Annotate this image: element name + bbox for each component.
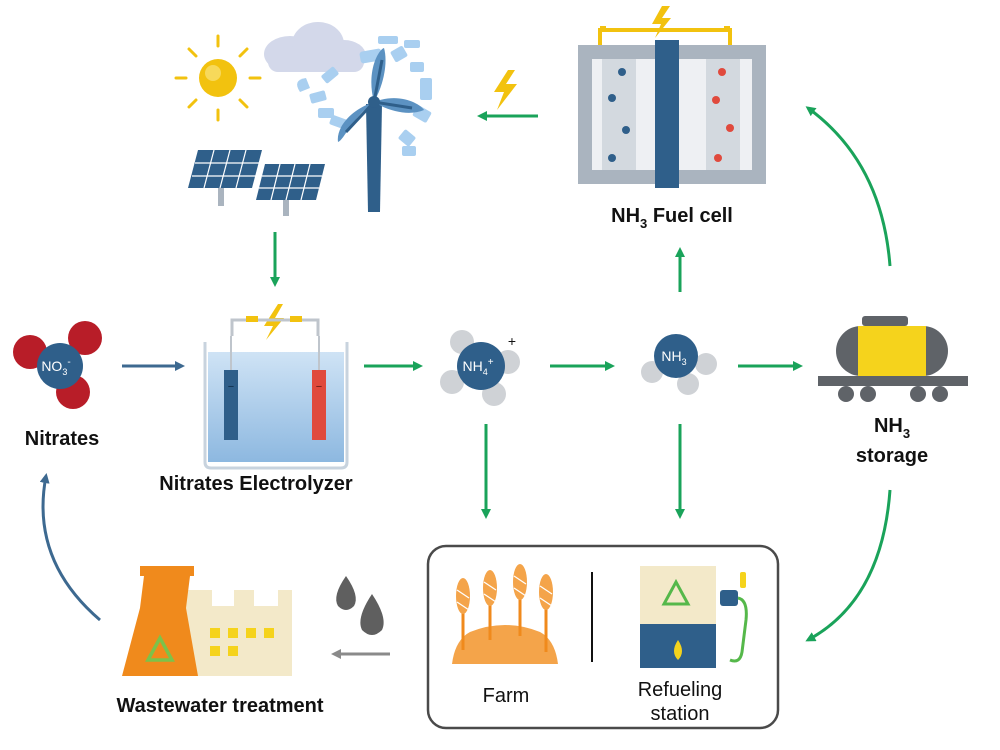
- water-drops-icon: [336, 576, 384, 635]
- factory-icon: [122, 566, 292, 676]
- fuel-cell-icon: [578, 6, 766, 188]
- solar-panel-icon: [188, 149, 325, 216]
- refueling-label-line2: station: [651, 703, 710, 725]
- sun-icon: [174, 34, 262, 122]
- nitrates-label: Nitrates: [25, 428, 99, 450]
- arrows: [39, 106, 892, 659]
- svg-text:NO3-: NO3-: [41, 357, 70, 377]
- ammonium-molecule-icon: NH4+ +: [440, 330, 520, 406]
- wind-turbine-icon: [297, 36, 432, 212]
- refueling-label-line1: Refueling: [638, 679, 723, 701]
- svg-text:−: −: [316, 381, 322, 393]
- svg-text:NH3: NH3: [661, 348, 686, 367]
- svg-text:+: +: [508, 333, 516, 349]
- lightning-icon: [494, 70, 517, 110]
- wastewater-label: Wastewater treatment: [116, 695, 323, 717]
- nitrate-molecule-icon: NO3-: [13, 321, 102, 409]
- wheat-icon: [452, 564, 558, 664]
- fuel-cell-label: NH3 Fuel cell: [611, 205, 733, 231]
- electrolyzer-label: Nitrates Electrolyzer: [159, 473, 353, 495]
- arrow-wastewater-to-nitrates: [39, 473, 101, 622]
- ammonia-molecule-icon: NH3: [641, 334, 717, 395]
- recycle-icon: [145, 634, 175, 662]
- storage-label-line1: NH3: [874, 415, 910, 441]
- electrolyzer-icon: − −: [203, 304, 349, 470]
- cloud-icon: [264, 22, 366, 72]
- svg-text:NH4+: NH4+: [462, 357, 493, 377]
- arrow-storage-to-box: [805, 489, 892, 642]
- storage-label-line2: storage: [856, 445, 928, 467]
- tank-car-icon: [818, 316, 968, 402]
- farm-label: Farm: [483, 685, 530, 707]
- farm-refueling-box: [426, 544, 780, 730]
- svg-text:−: −: [228, 381, 234, 393]
- arrow-storage-to-fuelcell: [805, 106, 892, 267]
- fuel-pump-icon: [640, 566, 748, 668]
